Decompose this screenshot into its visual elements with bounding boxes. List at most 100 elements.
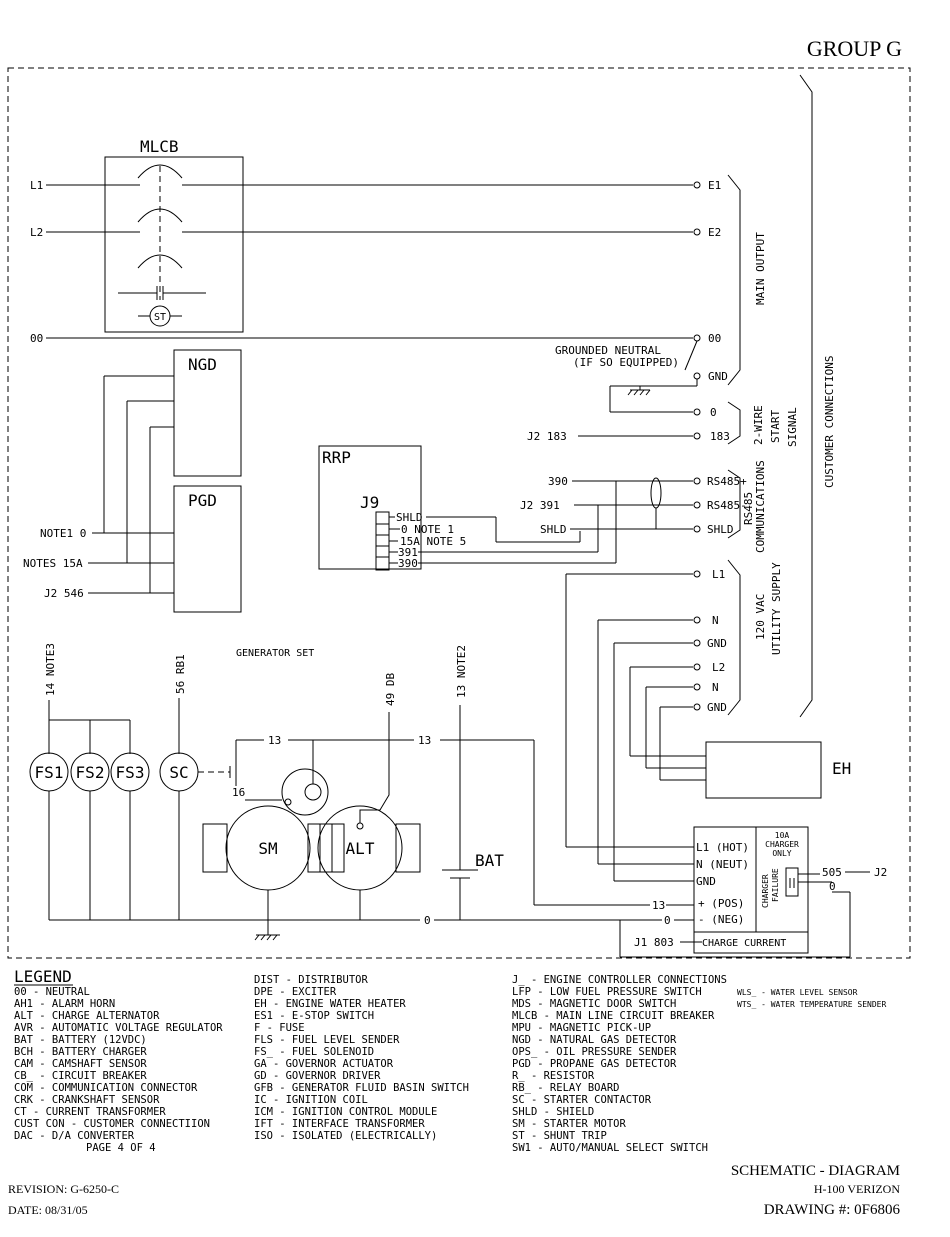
legend-c4-0: WLS_ - WATER LEVEL SENSOR xyxy=(737,988,858,997)
footer-title: SCHEMATIC - DIAGRAM xyxy=(731,1163,900,1179)
legend-c3-6: OPS_ - OIL PRESSURE SENDER xyxy=(512,1046,677,1058)
legend-c3-3: MLCB - MAIN LINE CIRCUIT BREAKER xyxy=(512,1010,715,1022)
terminal-gnd: GND xyxy=(708,370,728,383)
engine-heater-box xyxy=(705,741,822,799)
terminal-rs485-plus: RS485+ xyxy=(707,475,747,488)
j2-391-label: J2 391 xyxy=(520,499,560,512)
j2-right-label: J2 xyxy=(874,866,887,879)
utility-supply-line1: 120 VAC xyxy=(754,594,767,640)
legend-c2-1: DPE - EXCITER xyxy=(254,986,337,998)
terminal-utility-l2: L2 xyxy=(712,661,725,674)
note1-0-label: NOTE1 0 xyxy=(40,527,86,540)
legend-c2-5: FLS - FUEL LEVEL SENDER xyxy=(254,1034,400,1046)
j9-390: 390 xyxy=(398,557,418,570)
j2-183-note: J2 183 xyxy=(527,430,567,443)
wire-0-right-label: 0 xyxy=(829,880,836,893)
legend-c2-7: GA - GOVERNOR ACTUATOR xyxy=(254,1058,394,1070)
wire-0-label: 0 xyxy=(424,914,431,927)
legend-c3-10: SC - STARTER CONTACTOR xyxy=(512,1094,652,1106)
shld-wire-label: SHLD xyxy=(540,523,567,536)
twisted-pair-shield xyxy=(650,477,662,509)
charger-gnd: GND xyxy=(696,875,716,888)
wire-16-label: 16 xyxy=(232,786,245,799)
legend-c3-4: MPU - MAGNETIC PICK-UP xyxy=(512,1022,651,1034)
utility-supply-line2: UTILITY SUPPLY xyxy=(770,562,783,655)
legend-c3-0: J_ - ENGINE CONTROLLER CONNECTIONS xyxy=(512,974,727,986)
terminal-rs485-minus: RS485- xyxy=(707,499,747,512)
legend-c1-12: DAC - D/A CONVERTER xyxy=(14,1130,135,1142)
charger-10a-line3: ONLY xyxy=(772,849,791,858)
charger-current-label: CHARGE CURRENT xyxy=(702,938,786,949)
terminal-utility-gnd2: GND xyxy=(707,701,727,714)
charger-10a-line2: CHARGER xyxy=(765,840,799,849)
if-equipped-note: (IF SO EQUIPPED) xyxy=(573,356,679,369)
legend-c1-4: BAT - BATTERY (12VDC) xyxy=(14,1034,147,1046)
wire-0b-label: 0 xyxy=(664,914,671,927)
j9-connector xyxy=(375,511,390,571)
eh-label: EH xyxy=(832,759,851,778)
ngd-box xyxy=(173,349,242,477)
battery-charger-box xyxy=(693,826,809,954)
line-l2-label: L2 xyxy=(30,226,43,239)
charger-10a-line1: 10A xyxy=(775,831,790,840)
line-00-label: 00 xyxy=(30,332,43,345)
fs3-label: FS3 xyxy=(116,763,145,782)
wire-13c-label: 13 xyxy=(652,899,665,912)
j2-546-label: J2 546 xyxy=(44,587,84,600)
legend-c3-9: RB_ - RELAY BOARD xyxy=(512,1082,619,1094)
line-l1-label: L1 xyxy=(30,179,43,192)
legend-c3-14: SW1 - AUTO/MANUAL SELECT SWITCH xyxy=(512,1142,708,1154)
legend-c2-8: GD - GOVERNOR DRIVER xyxy=(254,1070,381,1082)
legend-c3-1: LFP - LOW FUEL PRESSURE SWITCH xyxy=(512,986,702,998)
legend-title: LEGEND xyxy=(14,967,72,986)
legend-c3-2: MDS - MAGNETIC DOOR SWITCH xyxy=(512,998,676,1010)
legend-c4-1: WTS_ - WATER TEMPERATURE SENDER xyxy=(737,1000,886,1009)
legend-c1-2: ALT - CHARGE ALTERNATOR xyxy=(14,1010,160,1022)
j9-note1: 0 NOTE 1 xyxy=(401,523,454,536)
fs1-label: FS1 xyxy=(35,763,64,782)
ngd-label: NGD xyxy=(188,355,217,374)
footer-revision: REVISION: G-6250-C xyxy=(8,1182,119,1196)
legend-c1-11: CUST CON - CUSTOMER CONNECTIION xyxy=(14,1118,210,1130)
terminal-0: 0 xyxy=(710,406,717,419)
charger-failure-line2: FAILURE xyxy=(771,868,780,902)
sc-label: SC xyxy=(169,763,188,782)
charger-failure-line1: CHARGER xyxy=(761,874,770,908)
legend-c2-9: GFB - GENERATOR FLUID BASIN SWITCH xyxy=(254,1082,469,1094)
wire-49-label: 49 DB xyxy=(384,673,397,706)
legend-c2-4: F - FUSE xyxy=(254,1022,305,1034)
legend-c2-6: FS_ - FUEL SOLENOID xyxy=(254,1046,374,1058)
legend-c1-8: COM - COMMUNICATION CONNECTOR xyxy=(14,1082,198,1094)
grounded-neutral-note: GROUNDED NEUTRAL xyxy=(555,344,661,357)
legend-c1-0: 00 - NEUTRAL xyxy=(14,986,90,998)
legend-c2-2: EH - ENGINE WATER HEATER xyxy=(254,998,406,1010)
terminal-utility-n2: N xyxy=(712,681,719,694)
customer-connections-label: CUSTOMER CONNECTIONS xyxy=(823,356,836,488)
legend-c3-8: R_ - RESISTOR xyxy=(512,1070,595,1082)
legend-c2-0: DIST - DISTRIBUTOR xyxy=(254,974,368,986)
footer-drawing-number: DRAWING #: 0F6806 xyxy=(764,1202,901,1218)
footer-date: DATE: 08/31/05 xyxy=(8,1203,88,1217)
terminal-utility-gnd: GND xyxy=(707,637,727,650)
bracket-utility-supply xyxy=(727,559,741,716)
legend-c1-5: BCH - BATTERY CHARGER xyxy=(14,1046,147,1058)
terminal-utility-l1: L1 xyxy=(712,568,725,581)
generator-set-label: GENERATOR SET xyxy=(236,648,314,659)
legend: LEGEND 00 - NEUTRAL AH1 - ALARM HORN ALT… xyxy=(14,967,886,1154)
bracket-main-output xyxy=(727,174,741,386)
main-output-label: MAIN OUTPUT xyxy=(754,232,767,305)
pgd-label: PGD xyxy=(188,491,217,510)
legend-c3-12: SM - STARTER MOTOR xyxy=(512,1118,626,1130)
charger-n-neut: N (NEUT) xyxy=(696,858,749,871)
terminal-utility-n: N xyxy=(712,614,719,627)
start-signal-line2: START xyxy=(769,410,782,443)
rrp-box xyxy=(318,445,422,570)
wire-56-label: 56 RB1 xyxy=(174,654,187,694)
drawing-border xyxy=(7,67,911,959)
legend-c2-12: IFT - INTERFACE TRANSFORMER xyxy=(254,1118,425,1130)
legend-c2-13: ISO - ISOLATED (ELECTRICALLY) xyxy=(254,1130,437,1142)
legend-c2-10: IC - IGNITION COIL xyxy=(254,1094,368,1106)
bat-label: BAT xyxy=(475,851,504,870)
rrp-label: RRP xyxy=(322,448,351,467)
